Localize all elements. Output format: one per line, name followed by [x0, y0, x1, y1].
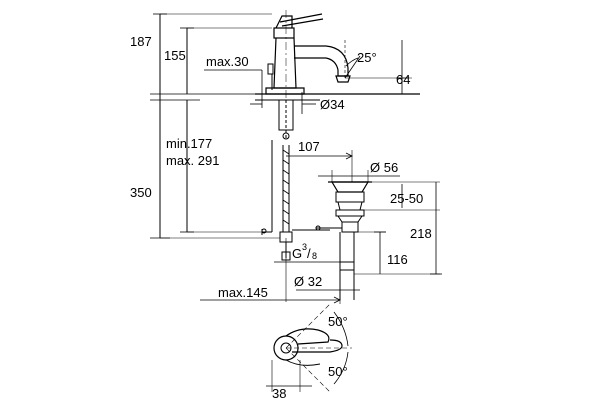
max30-dimension-lines — [204, 69, 316, 114]
max145-dimension-lines — [200, 238, 341, 304]
waste-drain — [315, 181, 372, 300]
popup-rod — [261, 74, 330, 235]
label-116: 116 — [387, 252, 408, 267]
mounting-shank — [278, 99, 294, 261]
label-350: 350 — [130, 185, 152, 200]
right-dimension-lines — [354, 181, 442, 275]
label-107: 107 — [298, 139, 320, 154]
faucet-side-view — [265, 13, 351, 95]
d107-dimension-lines — [286, 150, 353, 182]
d116-dimension-lines — [358, 231, 386, 274]
label-max30: max.30 — [206, 54, 249, 69]
label-218: 218 — [410, 226, 432, 241]
dimension-labels: 187 155 max.30 25° 64 Ø34 min.177 max. 2… — [130, 34, 432, 400]
label-min177: min.177 — [166, 136, 212, 151]
label-angle25: 25° — [357, 50, 377, 65]
label-thread-num: 3 — [302, 242, 307, 252]
label-angle50-top: 50° — [328, 314, 348, 329]
label-dia34: Ø34 — [320, 97, 345, 112]
spout-angle-lines — [344, 40, 412, 95]
top-view — [266, 303, 352, 393]
label-thread-den: 8 — [312, 251, 317, 261]
left-dimension-lines — [150, 13, 280, 239]
label-38: 38 — [272, 386, 286, 400]
label-64: 64 — [396, 72, 410, 87]
label-155: 155 — [164, 48, 186, 63]
label-angle50-bottom: 50° — [328, 364, 348, 379]
label-thread-g: G — [292, 246, 302, 261]
label-187: 187 — [130, 34, 152, 49]
dia56-dimension-lines — [318, 170, 400, 182]
label-25-50: 25-50 — [390, 191, 423, 206]
label-thread-slash: / — [307, 246, 311, 261]
label-max145: max.145 — [218, 285, 268, 300]
label-dia32: Ø 32 — [294, 274, 322, 289]
label-dia56: Ø 56 — [370, 160, 398, 175]
label-max291: max. 291 — [166, 153, 219, 168]
thread-and-dia32-lines — [274, 261, 360, 294]
